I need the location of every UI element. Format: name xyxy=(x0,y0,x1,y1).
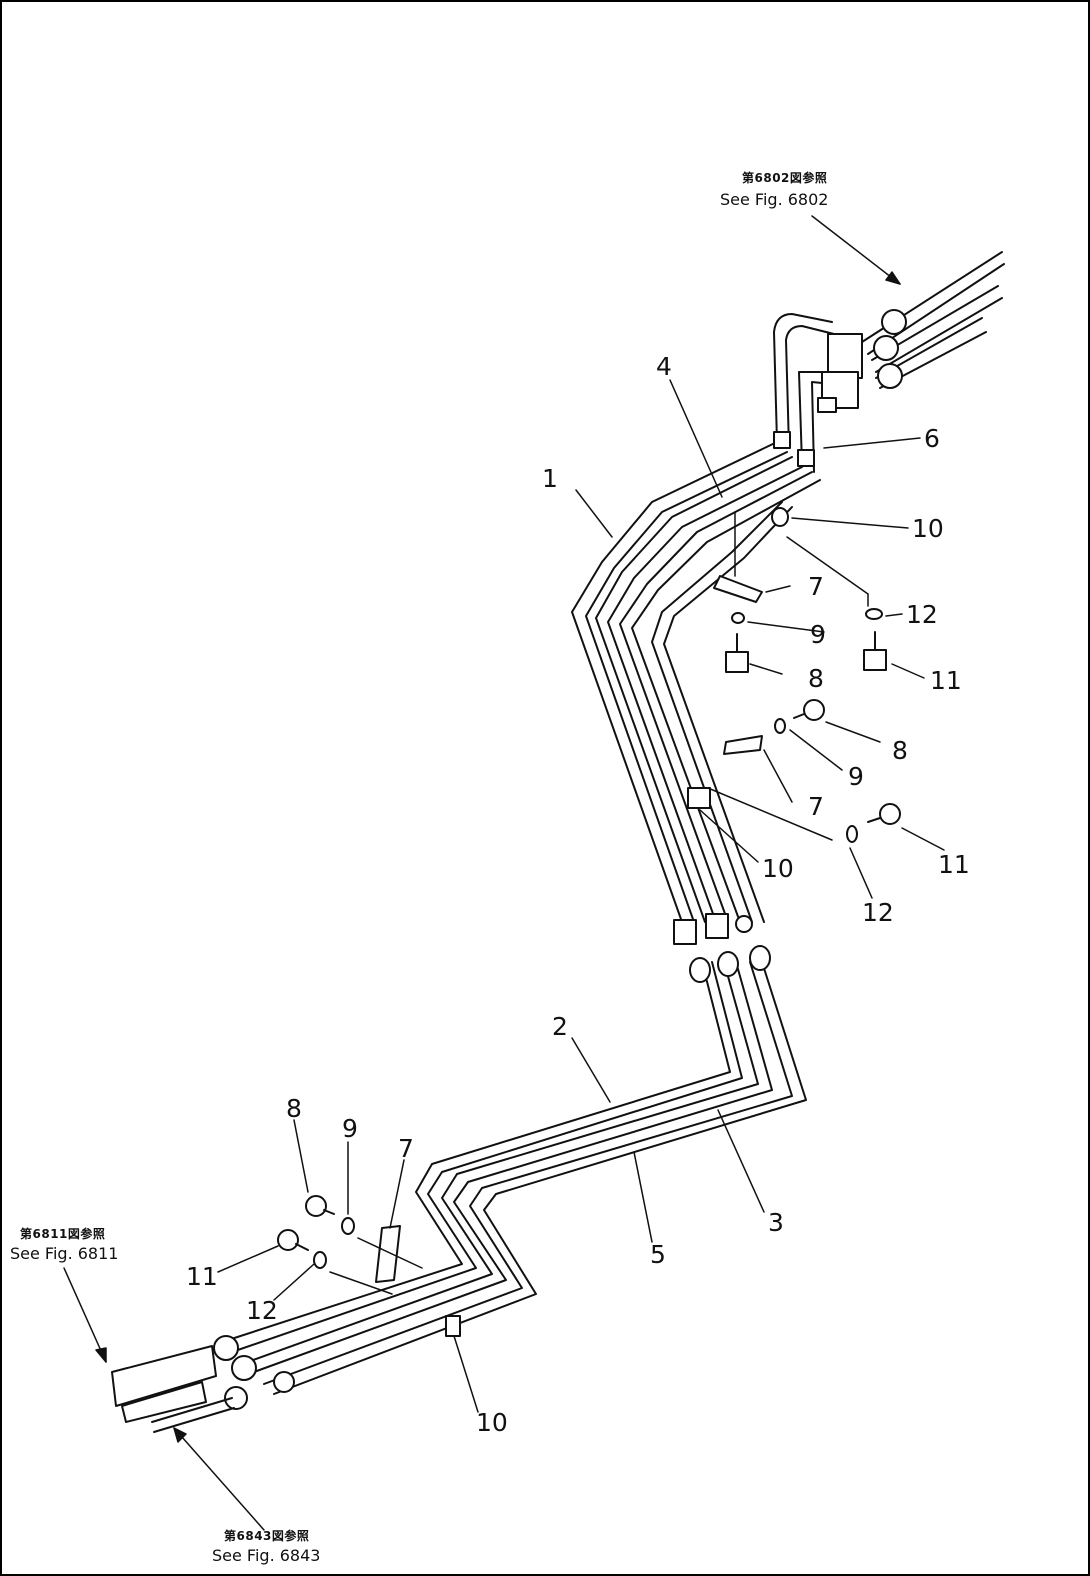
callout-part-10-top: 10 xyxy=(912,514,944,543)
pipe-3-lower xyxy=(241,961,759,1365)
callout-part-1: 1 xyxy=(542,464,558,493)
callout-part-5: 5 xyxy=(650,1240,666,1269)
callout-part-4: 4 xyxy=(656,352,672,381)
ref-top-right-jp: 第6802図参照 xyxy=(742,171,828,185)
reference-arrows xyxy=(63,215,901,1531)
callout-part-8-top: 8 xyxy=(808,664,824,693)
pipe-3-upper xyxy=(651,501,783,923)
pipe-4-upper xyxy=(595,456,793,923)
callout-part-6: 6 xyxy=(924,424,940,453)
callout-part-7-mid: 7 xyxy=(808,792,824,821)
ref-bottom-center-jp: 第6843図参照 xyxy=(224,1529,310,1543)
callout-part-11-low: 11 xyxy=(186,1262,218,1291)
callout-part-10-mid: 10 xyxy=(762,854,794,883)
pipe-1-upper xyxy=(571,441,778,923)
ref-top-right-en: See Fig. 6802 xyxy=(720,190,829,209)
callout-part-12-mid: 12 xyxy=(862,898,894,927)
callout-part-10-low: 10 xyxy=(476,1408,508,1437)
callout-part-9-low: 9 xyxy=(342,1114,358,1143)
bolts-and-washers xyxy=(277,608,901,1269)
leader-lines xyxy=(217,379,945,1413)
callout-part-3: 3 xyxy=(768,1208,784,1237)
callout-part-12-top: 12 xyxy=(906,600,938,629)
pipe-2-lower xyxy=(221,961,731,1343)
callout-part-11-top: 11 xyxy=(930,666,962,695)
ref-bottom-left-jp: 第6811図参照 xyxy=(20,1227,106,1241)
callout-part-11-mid: 11 xyxy=(938,850,970,879)
pipe-5-lower xyxy=(263,961,793,1385)
middle-couplings xyxy=(673,787,771,983)
pipe-bundle xyxy=(221,441,821,1395)
callout-part-7-low: 7 xyxy=(398,1134,414,1163)
lower-couplings xyxy=(111,1315,461,1433)
upper-connector xyxy=(771,251,1005,527)
clamps xyxy=(375,575,763,1283)
callout-part-9-mid: 9 xyxy=(848,762,864,791)
callout-part-12-low: 12 xyxy=(246,1296,278,1325)
callout-part-8-mid: 8 xyxy=(892,736,908,765)
callout-part-8-low: 8 xyxy=(286,1094,302,1123)
callout-part-9-top: 9 xyxy=(810,620,826,649)
ref-bottom-left-en: See Fig. 6811 xyxy=(10,1244,119,1263)
callout-part-2: 2 xyxy=(552,1012,568,1041)
ref-bottom-center-en: See Fig. 6843 xyxy=(212,1546,321,1565)
callout-part-7-top: 7 xyxy=(808,572,824,601)
